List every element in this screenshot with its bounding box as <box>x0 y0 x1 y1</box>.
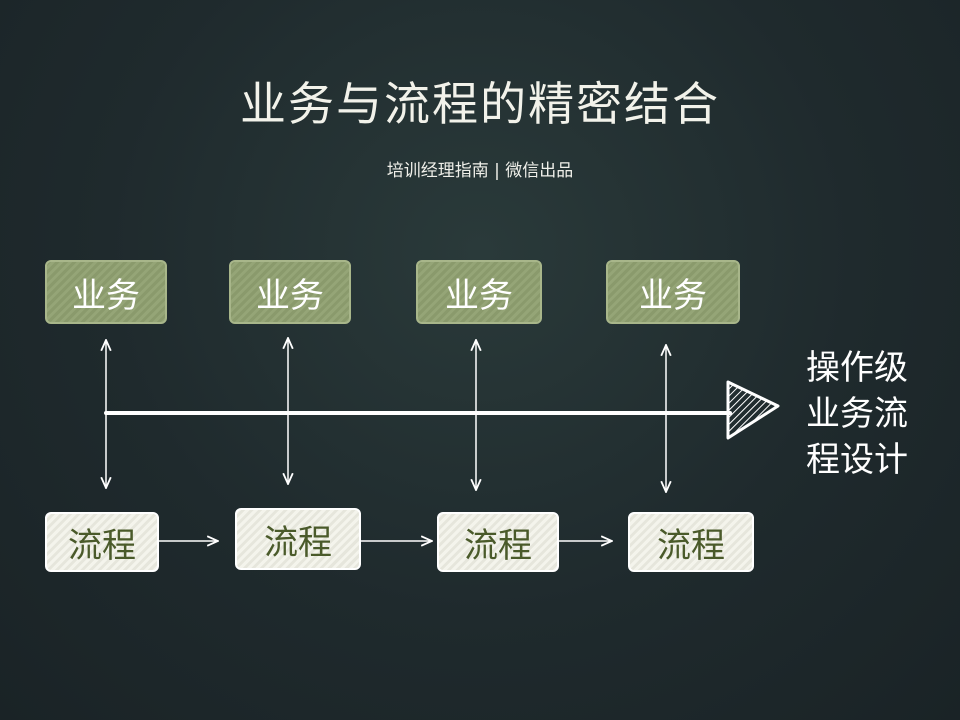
process-box-label: 流程 <box>657 525 725 566</box>
process-box-1: 流程 <box>45 512 159 572</box>
main-axis-arrowhead <box>726 380 780 440</box>
business-box-label: 业务 <box>72 275 140 316</box>
business-box-1: 业务 <box>45 260 167 324</box>
business-box-label: 业务 <box>445 275 513 316</box>
business-box-label: 业务 <box>256 275 324 316</box>
business-box-2: 业务 <box>229 260 351 324</box>
page-title: 业务与流程的精密结合 <box>240 77 720 131</box>
side-label-line-2: 业务流 <box>806 394 908 434</box>
side-label-line-1: 操作级 <box>806 348 908 388</box>
business-box-3: 业务 <box>416 260 542 324</box>
process-box-3: 流程 <box>437 512 559 572</box>
process-box-label: 流程 <box>264 522 332 563</box>
process-box-label: 流程 <box>68 525 136 566</box>
axis-side-label: 操作级 业务流 程设计 <box>806 345 926 483</box>
process-box-2: 流程 <box>235 508 361 570</box>
business-box-4: 业务 <box>606 260 740 324</box>
page-subtitle: 培训经理指南 | 微信出品 <box>386 161 574 181</box>
business-box-label: 业务 <box>639 275 707 316</box>
process-box-4: 流程 <box>628 512 754 572</box>
side-label-line-3: 程设计 <box>806 440 908 480</box>
process-box-label: 流程 <box>464 525 532 566</box>
